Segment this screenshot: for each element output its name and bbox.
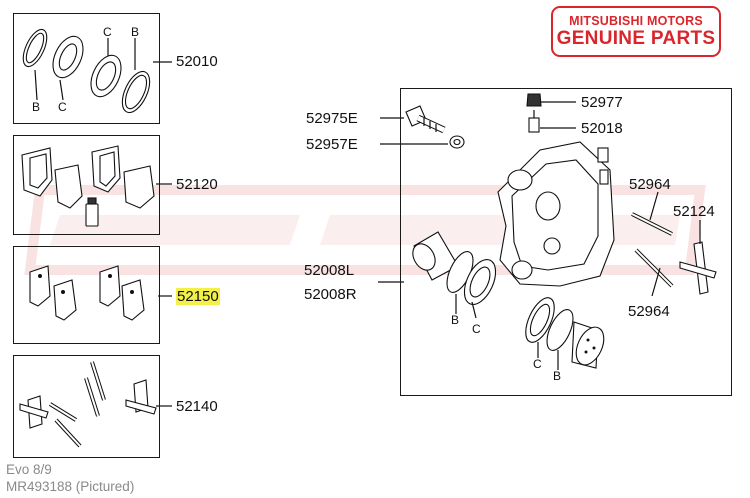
part-number-washer[interactable]: 52957E	[306, 136, 358, 153]
callout-letter-b: B	[131, 25, 140, 39]
callout-letter-c: C	[103, 25, 112, 39]
part-number-seal-kit[interactable]: 52010	[176, 53, 218, 70]
caliper-assembly-box[interactable]	[400, 88, 732, 396]
part-number-bleeder-cap[interactable]: 52977	[581, 94, 623, 111]
logo-brand: MITSUBISHI MOTORS	[569, 14, 703, 28]
part-number-shim-kit[interactable]: 52150	[176, 288, 220, 305]
part-number-pad-set[interactable]: 52120	[176, 176, 218, 193]
pin-clip-kit-box[interactable]	[13, 355, 160, 458]
caliper-assembly-drawing	[378, 93, 717, 370]
part-number-piston-left[interactable]: 52008L	[304, 262, 355, 279]
logo-tagline: GENUINE PARTS	[556, 28, 716, 49]
shim-kit-box[interactable]	[13, 246, 160, 344]
callout-letter-c: C	[533, 357, 542, 371]
callout-letter-c: C	[58, 100, 67, 114]
pin-clip-kit-drawing	[19, 361, 172, 448]
part-number-clip[interactable]: 52124	[673, 203, 715, 220]
part-number-bolt[interactable]: 52975E	[306, 110, 358, 127]
part-number-pad-pin-upper[interactable]: 52964	[629, 176, 671, 193]
pad-set-drawing	[21, 145, 172, 227]
part-number-pad-pin-lower[interactable]: 52964	[628, 303, 670, 320]
seal-kit-drawing	[22, 28, 172, 114]
callout-letter-b: B	[553, 369, 562, 383]
footer-part-ref: MR493188 (Pictured)	[6, 479, 135, 494]
part-number-bleeder-screw[interactable]: 52018	[581, 120, 623, 137]
shim-kit-drawing	[29, 265, 172, 321]
callout-letter-b: B	[451, 313, 460, 327]
mitsubishi-genuine-parts-logo: MITSUBISHI MOTORS GENUINE PARTS	[551, 6, 721, 57]
pad-set-box[interactable]	[13, 135, 160, 235]
footer-model: Evo 8/9	[6, 462, 52, 477]
callout-letter-b: B	[32, 100, 41, 114]
callout-letter-c: C	[472, 322, 481, 336]
part-number-piston-right[interactable]: 52008R	[304, 286, 357, 303]
part-number-pin-clip-kit[interactable]: 52140	[176, 398, 218, 415]
seal-kit-box[interactable]	[13, 13, 160, 124]
